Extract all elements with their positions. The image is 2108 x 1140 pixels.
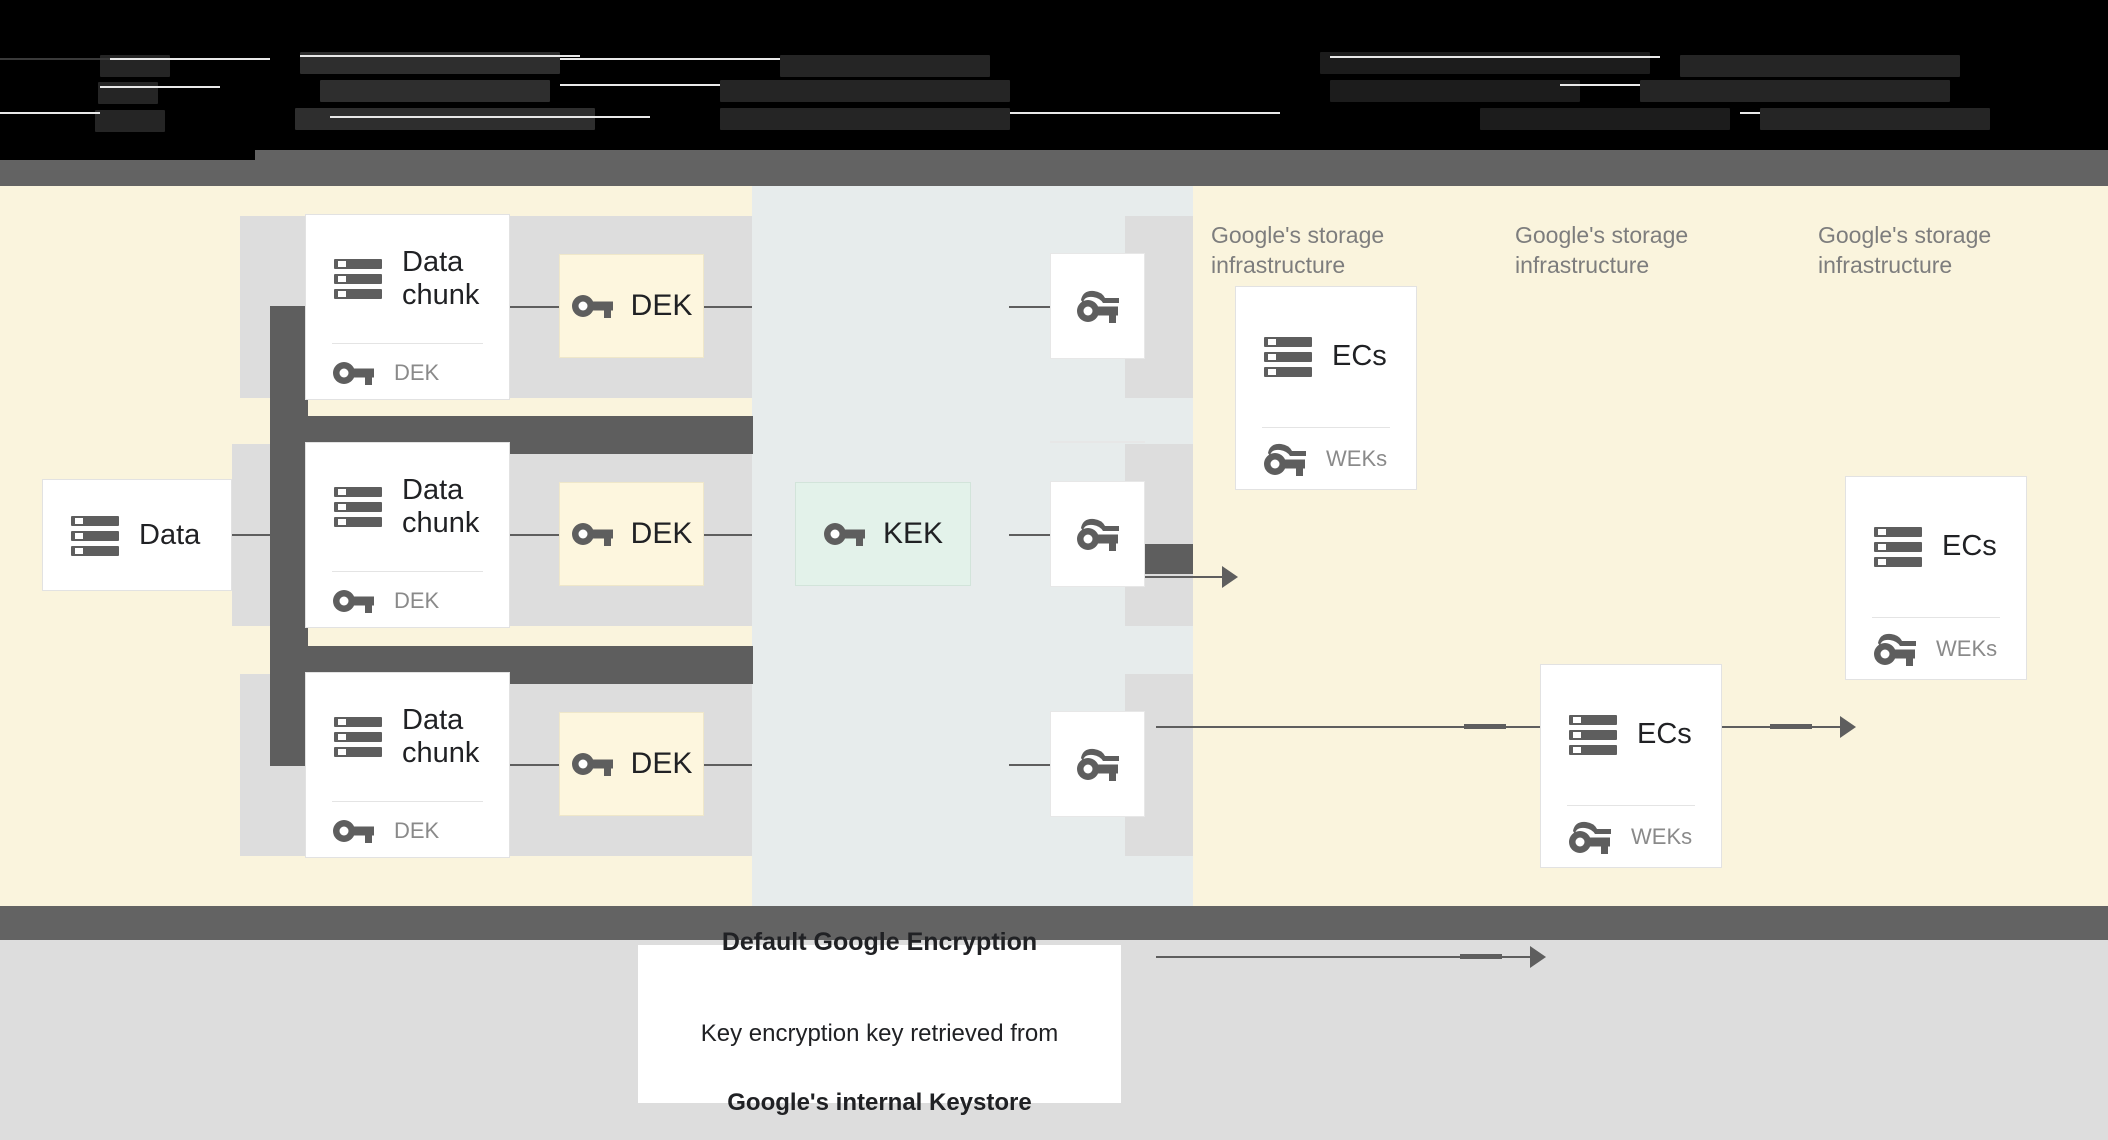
obscured-header-band bbox=[0, 0, 2108, 160]
wek1-arrow-head bbox=[1222, 566, 1238, 588]
connector-data-to-bracket bbox=[232, 534, 278, 536]
double-key-icon bbox=[1075, 744, 1121, 784]
server-icon bbox=[1567, 713, 1619, 757]
double-key-icon bbox=[1872, 629, 1918, 669]
dek-box-2[interactable]: DEK bbox=[559, 482, 704, 586]
card-title: ECs bbox=[1942, 530, 1997, 563]
card-title: Data chunk bbox=[402, 473, 480, 539]
header-shelf bbox=[255, 150, 2108, 160]
wek2-arrow-thick-2 bbox=[1770, 724, 1812, 729]
wek3-arrow-line bbox=[1156, 956, 1536, 958]
server-icon bbox=[1262, 335, 1314, 379]
wek2-arrow-thick-1 bbox=[1464, 724, 1506, 729]
card-divider bbox=[332, 343, 483, 344]
connector-dek1-wek1 bbox=[704, 306, 752, 308]
key-icon bbox=[332, 356, 376, 390]
storage-label-3: Google's storage infrastructure bbox=[1818, 222, 1992, 278]
server-icon bbox=[332, 485, 384, 529]
ecs-card-1[interactable]: ECs WEKs bbox=[1235, 286, 1417, 490]
server-icon bbox=[69, 514, 121, 558]
card-divider bbox=[1567, 805, 1695, 806]
caption-body: Key encryption key retrieved from Google… bbox=[701, 983, 1058, 1119]
caption-title: Default Google Encryption bbox=[721, 928, 1038, 957]
connector-chunk2-dek2 bbox=[510, 534, 559, 536]
server-icon bbox=[1872, 525, 1924, 569]
connector-kek-wek2 bbox=[1009, 534, 1050, 536]
card-divider bbox=[1262, 427, 1390, 428]
dek-label: DEK bbox=[630, 747, 693, 780]
dek-label: DEK bbox=[630, 517, 693, 550]
card-key-label: WEKs bbox=[1326, 446, 1388, 471]
key-icon bbox=[332, 584, 376, 618]
wek2-arrow-head bbox=[1840, 716, 1856, 738]
header-separator-bar bbox=[0, 160, 2108, 186]
dek-box-1[interactable]: DEK bbox=[559, 254, 704, 358]
card-key-label: DEK bbox=[394, 817, 440, 843]
card-key-label: DEK bbox=[394, 359, 440, 385]
caption-box: Default Google Encryption Key encryption… bbox=[638, 928, 1121, 1116]
key-icon bbox=[571, 517, 615, 551]
wek3-arrow-head bbox=[1530, 946, 1546, 968]
ecs-card-2[interactable]: ECs WEKs bbox=[1845, 476, 2027, 680]
server-icon bbox=[332, 715, 384, 759]
card-key-label: WEKs bbox=[1631, 824, 1693, 849]
double-key-icon bbox=[1075, 514, 1121, 554]
card-key-label: DEK bbox=[394, 587, 440, 613]
wrapped-key-box-2[interactable] bbox=[1050, 481, 1145, 587]
wek3-arrow-thick-1 bbox=[1460, 954, 1502, 959]
connector-dek2-wek2 bbox=[704, 534, 752, 536]
double-key-icon bbox=[1567, 817, 1613, 857]
card-title: ECs bbox=[1637, 718, 1692, 751]
card-title: ECs bbox=[1332, 340, 1387, 373]
key-icon bbox=[823, 517, 867, 551]
key-icon bbox=[332, 814, 376, 848]
card-divider bbox=[1872, 617, 2000, 618]
ecs-card-3[interactable]: ECs WEKs bbox=[1540, 664, 1722, 868]
kek-box[interactable]: KEK bbox=[795, 482, 971, 586]
card-title: Data chunk bbox=[402, 245, 480, 311]
wrapped-key-box-1[interactable] bbox=[1050, 253, 1145, 359]
card-title: Data bbox=[139, 519, 201, 552]
double-key-icon bbox=[1075, 286, 1121, 326]
kek-label: KEK bbox=[882, 517, 944, 550]
data-chunk-card-1[interactable]: Data chunk DEK bbox=[305, 214, 510, 400]
card-divider bbox=[332, 571, 483, 572]
storage-label-1: Google's storage infrastructure bbox=[1211, 222, 1385, 278]
card-key-label: WEKs bbox=[1936, 636, 1998, 661]
card-title: Data chunk bbox=[402, 703, 480, 769]
connector-kek-wek3 bbox=[1009, 764, 1050, 766]
connector-kek-wek1 bbox=[1009, 306, 1050, 308]
diagram-canvas: Data Data chunk bbox=[0, 186, 2108, 968]
wrapped-key-box-1[interactable] bbox=[1050, 441, 1145, 443]
connector-chunk1-dek1 bbox=[510, 306, 559, 308]
dek-box-3[interactable]: DEK bbox=[559, 712, 704, 816]
caption-body-line2: Google's internal Keystore bbox=[727, 1088, 1032, 1116]
server-icon bbox=[332, 257, 384, 301]
data-source-card[interactable]: Data bbox=[42, 479, 232, 591]
storage-label-2: Google's storage infrastructure bbox=[1515, 222, 1689, 278]
data-chunk-card-3[interactable]: Data chunk DEK bbox=[305, 672, 510, 858]
double-key-icon bbox=[1262, 439, 1308, 479]
wek1-arrow-line bbox=[1099, 576, 1225, 578]
caption-body-line1: Key encryption key retrieved from bbox=[700, 1020, 1059, 1048]
dek-label: DEK bbox=[630, 289, 693, 322]
card-divider bbox=[332, 801, 483, 802]
bottom-separator-bar bbox=[0, 906, 2108, 940]
wrapped-key-box-3[interactable] bbox=[1050, 711, 1145, 817]
data-chunk-card-2[interactable]: Data chunk DEK bbox=[305, 442, 510, 628]
key-icon bbox=[571, 289, 615, 323]
connector-dek3-wek3 bbox=[704, 764, 752, 766]
connector-chunk3-dek3 bbox=[510, 764, 559, 766]
split-bracket-vertical bbox=[270, 306, 308, 766]
key-icon bbox=[571, 747, 615, 781]
